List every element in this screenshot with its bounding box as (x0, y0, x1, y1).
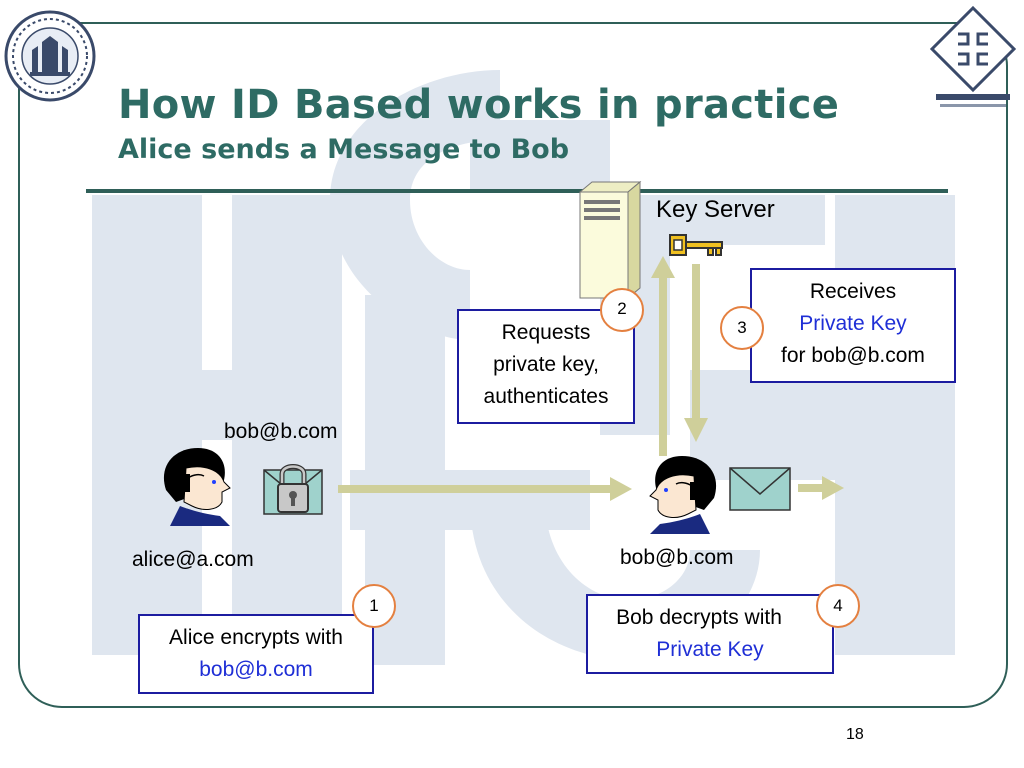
arrow-receive-key (684, 264, 708, 442)
slide-title: How ID Based works in practice (118, 82, 840, 128)
bob-person-icon (649, 456, 717, 534)
step-4-line-1: Bob decrypts with (616, 606, 782, 629)
step-4-badge: 4 (816, 584, 860, 628)
step-3-box: Receives Private Key for bob@b.com (750, 268, 956, 383)
step-2-line-1: Requests (501, 321, 591, 344)
university-logo-icon (4, 10, 96, 102)
envelope-icon (729, 467, 791, 511)
slide-subtitle: Alice sends a Message to Bob (118, 134, 570, 165)
bob-email-address-label: bob@b.com (224, 420, 338, 443)
step-4-line-2: Private Key (656, 638, 764, 661)
title-divider (86, 189, 948, 193)
step-3-line-2: Private Key (799, 312, 907, 335)
slide-frame (18, 22, 1008, 708)
step-3-line-1: Receives (809, 280, 897, 303)
step-1-box: Alice encrypts with bob@b.com (138, 614, 374, 694)
alice-person-icon (163, 448, 231, 526)
arrow-bob-out (798, 476, 844, 500)
step-3-badge: 3 (720, 306, 764, 350)
step-1-badge: 1 (352, 584, 396, 628)
arrow-alice-to-bob (338, 477, 632, 501)
server-icon (578, 180, 642, 300)
step-1-line-2: bob@b.com (199, 658, 313, 681)
step-2-box: Requests private key, authenticates (457, 309, 635, 424)
step-2-line-2: private key, (493, 353, 599, 376)
step-2-line-3: authenticates (483, 385, 609, 408)
society-logo-icon (929, 6, 1017, 107)
locked-envelope-icon (263, 464, 323, 515)
step-3-line-3: for bob@b.com (781, 344, 925, 367)
step-4-box: Bob decrypts with Private Key (586, 594, 834, 674)
alice-email-label: alice@a.com (132, 548, 254, 571)
key-server-label: Key Server (656, 196, 775, 223)
page-number: 18 (846, 726, 864, 743)
key-icon (669, 234, 723, 256)
step-2-badge: 2 (600, 288, 644, 332)
bob-email-label: bob@b.com (620, 546, 734, 569)
arrow-request-key (651, 256, 675, 456)
step-1-line-1: Alice encrypts with (169, 626, 343, 649)
